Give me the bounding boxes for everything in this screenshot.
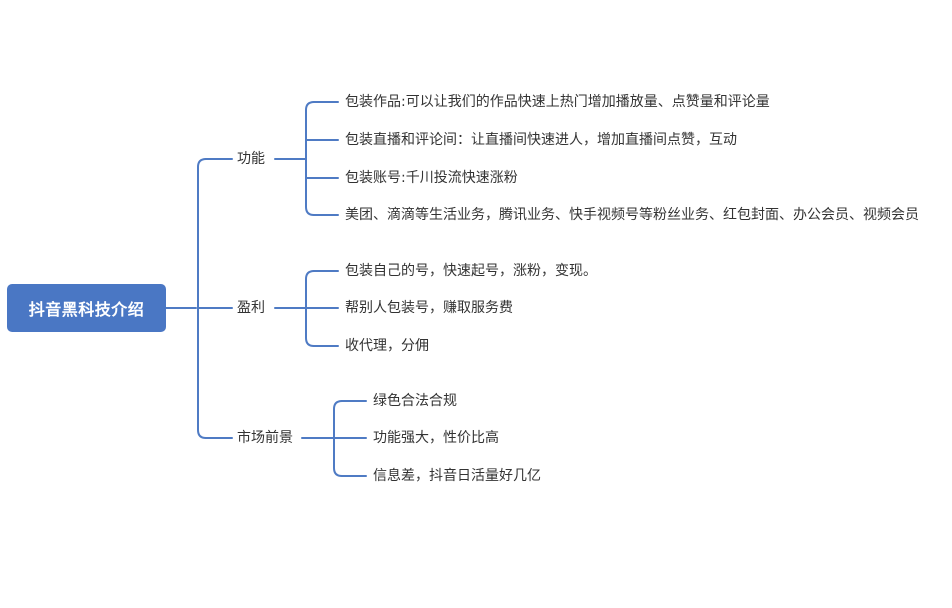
root-spine — [197, 158, 207, 439]
profit-item-own[interactable]: 包装自己的号，快速起号，涨粉，变现。 — [345, 263, 597, 279]
profit-item-agent[interactable]: 收代理，分佣 — [345, 338, 429, 354]
market-item-value[interactable]: 功能强大，性价比高 — [373, 430, 499, 446]
func-item-works[interactable]: 包装作品:可以让我们的作品快速上热门增加播放量、点赞量和评论量 — [345, 94, 770, 110]
branch-func-spine — [305, 101, 315, 216]
branch-market[interactable]: 市场前景 — [237, 430, 293, 446]
root-node[interactable]: 抖音黑科技介绍 — [7, 284, 166, 332]
func-item-account[interactable]: 包装账号:千川投流快速涨粉 — [345, 170, 518, 186]
market-item-dau[interactable]: 信息差，抖音日活量好几亿 — [373, 468, 541, 484]
branch-profit[interactable]: 盈利 — [237, 300, 265, 316]
branch-func[interactable]: 功能 — [237, 151, 265, 167]
func-item-live[interactable]: 包装直播和评论间：让直播间快速进人，增加直播间点赞，互动 — [345, 132, 737, 148]
profit-item-service[interactable]: 帮别人包装号，赚取服务费 — [345, 300, 513, 316]
func-item-other-services[interactable]: 美团、滴滴等生活业务，腾讯业务、快手视频号等粉丝业务、红包封面、办公会员、视频会… — [345, 207, 919, 223]
market-item-legal[interactable]: 绿色合法合规 — [373, 393, 457, 409]
